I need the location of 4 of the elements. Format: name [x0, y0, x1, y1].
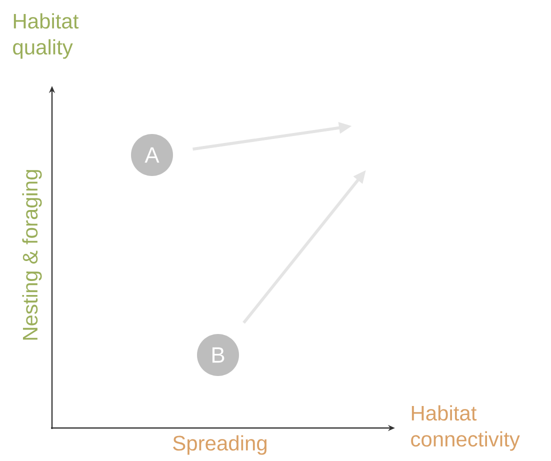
axis-title: Habitat quality [13, 13, 79, 59]
axis-title: Nesting & foraging [22, 170, 42, 340]
axis-title: Habitat connectivity [411, 405, 520, 451]
axis-title: Spreading [173, 435, 266, 455]
